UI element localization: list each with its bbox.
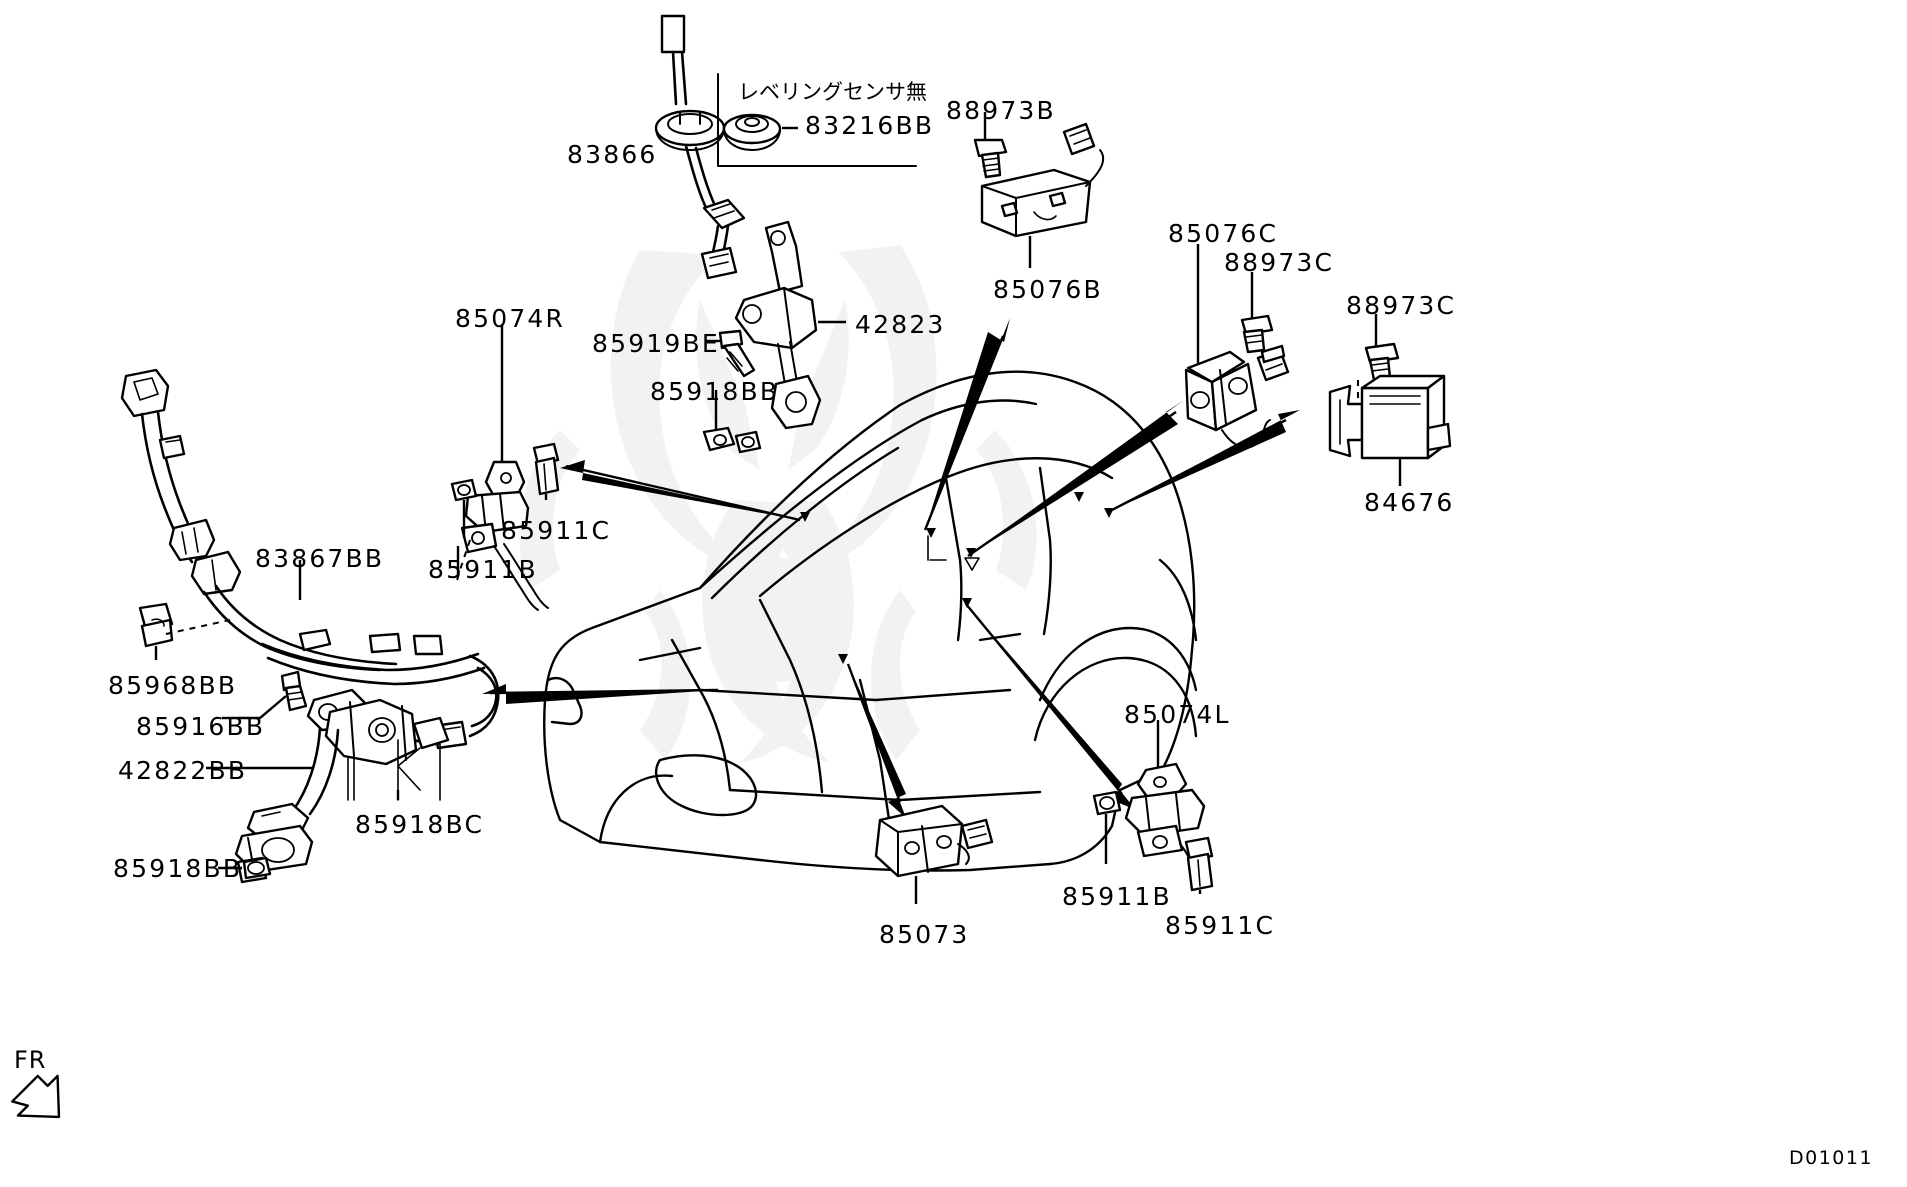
callout-83867BB: 83867BB [255, 544, 385, 573]
callout-85918BC: 85918BC [355, 810, 485, 839]
callout-85918BB-center: 85918BB [650, 377, 780, 406]
callout-42822BB: 42822BB [118, 756, 248, 785]
callout-85076B: 85076B [993, 275, 1103, 304]
part-88973B-bolt [973, 112, 1008, 179]
callout-85919BE: 85919BE [592, 329, 720, 358]
diagram-corner-code: D01011 [1789, 1147, 1874, 1169]
callout-85911C-right: 85911C [1165, 911, 1276, 940]
callout-42823: 42823 [855, 310, 946, 339]
part-84676-control-unit [1328, 374, 1452, 486]
callout-83216BB: 83216BB [805, 111, 935, 140]
part-42822BB-assembly [206, 688, 450, 884]
callout-83866: 83866 [567, 140, 658, 169]
callout-85916BB: 85916BB [136, 712, 266, 741]
part-85076B-bracket [980, 122, 1105, 268]
part-85911B-nut-left [450, 478, 478, 538]
part-85076C-bracket [1184, 244, 1290, 449]
callout-84676: 84676 [1364, 488, 1455, 517]
part-83866-leveling-link [654, 14, 746, 280]
callout-85074L: 85074L [1124, 700, 1231, 729]
inset-note-label: レベリングセンサ無 [738, 80, 927, 104]
callout-88973B: 88973B [946, 96, 1056, 125]
part-88973C-bolt-left [1240, 272, 1274, 354]
callout-85073: 85073 [879, 920, 970, 949]
callout-85968BB: 85968BB [108, 671, 238, 700]
callout-85911B-right: 85911B [1062, 882, 1172, 911]
part-85911C-clip-left [532, 442, 560, 500]
part-85911C-clip-right [1184, 836, 1214, 894]
part-85918BB-nut-center [702, 390, 762, 454]
callout-85918BB-left: 85918BB [113, 854, 243, 883]
callout-85911B-left: 85911B [428, 555, 538, 584]
callout-88973C-right: 88973C [1346, 291, 1457, 320]
callout-85076C: 85076C [1168, 219, 1279, 248]
fr-direction-arrow [11, 1074, 61, 1119]
callout-88973C-left: 88973C [1224, 248, 1335, 277]
part-85919BE-bolt [706, 329, 756, 378]
part-42823-link [734, 220, 846, 430]
fr-label: FR [14, 1046, 47, 1074]
pointer-arrows [482, 318, 1300, 818]
part-85911B-nut-right [1092, 790, 1122, 864]
inset-box-leveling-sensor-none [717, 73, 917, 167]
part-85073-bracket [874, 804, 994, 904]
callout-85074R: 85074R [455, 304, 566, 333]
part-85074R-bracket [455, 324, 549, 611]
vehicle-outline [543, 370, 1198, 872]
callout-85911C-left: 85911C [501, 516, 612, 545]
